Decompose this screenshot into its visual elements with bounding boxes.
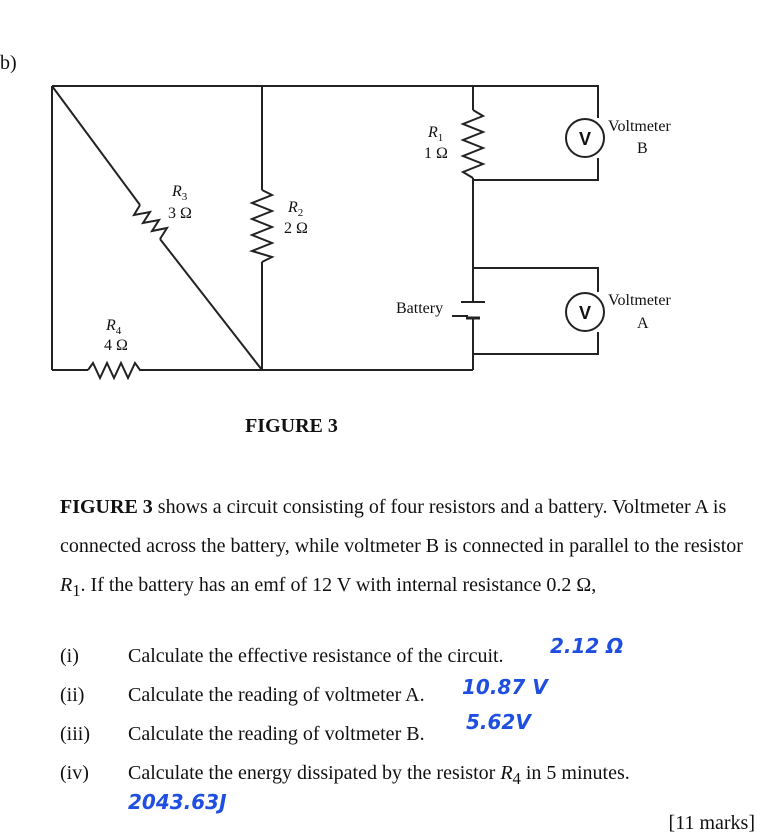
paragraph-r1: R bbox=[60, 574, 73, 596]
figure-caption: FIGURE 3 bbox=[245, 415, 338, 437]
voltmeter-b-circle bbox=[565, 118, 605, 158]
r2-resistor bbox=[248, 189, 275, 263]
question-1-text: Calculate the effective resistance of th… bbox=[128, 645, 504, 667]
paragraph-sentence-2b: . If the battery has an emf of 12 V with… bbox=[80, 574, 597, 596]
voltmeter-a-circle bbox=[565, 292, 605, 332]
answer-3-handwritten: 5.62V bbox=[466, 710, 531, 734]
marks-label: [11 marks] bbox=[668, 812, 755, 834]
question-4-r4-sub: 4 bbox=[512, 769, 521, 788]
r2-value: 2 Ω bbox=[284, 220, 308, 237]
svg-text:R2: R2 bbox=[287, 199, 303, 219]
svg-text:R3: R3 bbox=[171, 183, 188, 203]
svg-text:R1: R1 bbox=[427, 124, 443, 144]
voltmeter-b-symbol: V bbox=[579, 129, 591, 149]
voltmeter-a-symbol: V bbox=[579, 303, 591, 323]
question-4-text-b: in 5 minutes. bbox=[520, 762, 630, 784]
voltmeter-b-label-2: B bbox=[637, 140, 648, 157]
answer-4-handwritten: 2043.63J bbox=[128, 790, 227, 814]
r1-resistor bbox=[460, 109, 486, 179]
paragraph-sentence-1: shows a circuit consisting of four resis… bbox=[152, 496, 608, 518]
question-2: (ii) Calculate the reading of voltmeter A… bbox=[60, 684, 425, 707]
question-2-number: (ii) bbox=[60, 684, 85, 706]
question-4: (iv) Calculate the energy dissipated by t… bbox=[60, 762, 630, 789]
voltmeter-a-label-1: Voltmeter bbox=[608, 292, 671, 309]
question-4-r4: R bbox=[500, 762, 513, 784]
answer-1-handwritten: 2.12 Ω bbox=[550, 634, 624, 658]
question-1: (i) Calculate the effective resistance of… bbox=[60, 645, 504, 668]
r3-name: R bbox=[171, 183, 182, 200]
r3-wire-upper bbox=[51, 85, 141, 206]
r3-value: 3 Ω bbox=[168, 205, 192, 222]
r1-name: R bbox=[427, 124, 438, 141]
voltmeter-a-wire bbox=[473, 267, 599, 355]
r2-sub: 2 bbox=[298, 207, 304, 219]
circuit-diagram: V V R1 1 Ω R3 3 Ω R2 2 Ω R4 4 Ω Battery … bbox=[51, 85, 671, 381]
r1-value: 1 Ω bbox=[424, 145, 448, 162]
paragraph-r1-sub: 1 bbox=[72, 581, 81, 600]
problem-paragraph: FIGURE 3 shows a circuit consisting of f… bbox=[60, 488, 760, 610]
r4-sub: 4 bbox=[116, 325, 122, 337]
r3-wire-lower bbox=[159, 238, 263, 371]
voltmeter-b-label-1: Voltmeter bbox=[608, 118, 671, 135]
question-3-number: (iii) bbox=[60, 723, 90, 745]
question-3: (iii) Calculate the reading of voltmeter … bbox=[60, 723, 425, 746]
voltmeter-a-label-2: A bbox=[637, 315, 649, 332]
svg-text:R4: R4 bbox=[105, 317, 122, 337]
question-1-number: (i) bbox=[60, 645, 79, 667]
r4-resistor bbox=[87, 360, 145, 381]
battery-label: Battery bbox=[396, 300, 443, 317]
r4-value: 4 Ω bbox=[104, 337, 128, 354]
part-label: b) bbox=[0, 52, 17, 74]
voltmeter-b-wire bbox=[473, 85, 599, 181]
r4-name: R bbox=[105, 317, 116, 334]
r2-name: R bbox=[287, 199, 298, 216]
r3-resistor bbox=[131, 204, 170, 240]
question-2-text: Calculate the reading of voltmeter A. bbox=[128, 684, 425, 706]
question-4-text-a: Calculate the energy dissipated by the r… bbox=[128, 762, 501, 784]
paragraph-sentence-2a: Voltmeter A is connected across the batt… bbox=[60, 496, 743, 557]
question-3-text: Calculate the reading of voltmeter B. bbox=[128, 723, 425, 745]
question-4-number: (iv) bbox=[60, 762, 89, 784]
r3-sub: 3 bbox=[182, 191, 188, 203]
answer-2-handwritten: 10.87 V bbox=[462, 675, 548, 699]
r1-sub: 1 bbox=[438, 132, 444, 144]
figure-ref: FIGURE 3 bbox=[60, 496, 153, 518]
